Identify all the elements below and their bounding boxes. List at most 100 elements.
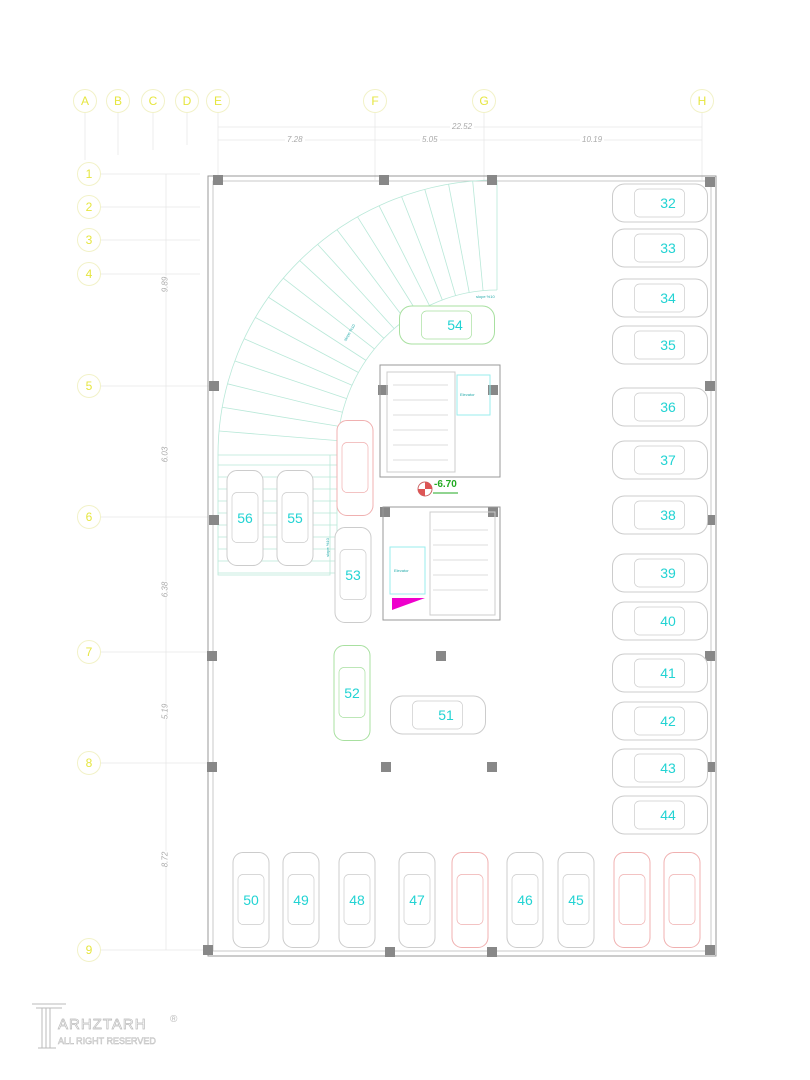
space-number: 44 <box>660 807 676 823</box>
ramp-slope-label: slope %10 <box>476 294 495 299</box>
elevator-label-2: Elevator <box>394 568 409 573</box>
car-outline <box>612 601 708 641</box>
grid-axis-bubble: B <box>106 89 130 113</box>
parking-space-48[interactable]: 48 <box>338 852 376 948</box>
grid-axis-bubble: 7 <box>77 640 101 664</box>
space-number: 39 <box>660 565 676 581</box>
grid-axis-bubble: 5 <box>77 374 101 398</box>
space-number: 40 <box>660 613 676 629</box>
dimension-label: 22.52 <box>450 122 475 131</box>
space-number: 51 <box>438 707 454 723</box>
parking-space-43[interactable]: 43 <box>612 748 708 788</box>
parking-space-56[interactable]: 56 <box>226 470 264 566</box>
parking-space-33[interactable]: 33 <box>612 228 708 268</box>
dimension-label: 7.28 <box>285 135 305 144</box>
car-outline <box>612 795 708 835</box>
parking-space-53[interactable]: 53 <box>334 527 372 623</box>
structural-column <box>209 515 219 525</box>
parking-space-41[interactable]: 41 <box>612 653 708 693</box>
space-number: 56 <box>237 510 253 526</box>
car-outline <box>612 653 708 693</box>
grid-axis-bubble: H <box>690 89 714 113</box>
grid-axis-bubble: D <box>175 89 199 113</box>
parking-space-unnumbered[interactable] <box>663 852 701 948</box>
parking-space-47[interactable]: 47 <box>398 852 436 948</box>
car-outline <box>612 495 708 535</box>
outer-wall-inner <box>212 180 712 952</box>
parking-space-50[interactable]: 50 <box>232 852 270 948</box>
structural-column <box>705 651 715 661</box>
structural-column <box>213 175 223 185</box>
parking-space-34[interactable]: 34 <box>612 278 708 318</box>
car-outline <box>232 852 270 948</box>
grid-axis-bubble: 3 <box>77 228 101 252</box>
dimension-label: 8.72 <box>160 851 170 868</box>
dimension-label: 5.05 <box>420 135 440 144</box>
space-number: 47 <box>409 892 425 908</box>
dimension-label: 10.19 <box>580 135 605 144</box>
grid-axis-bubble: 6 <box>77 505 101 529</box>
parking-space-44[interactable]: 44 <box>612 795 708 835</box>
car-outline <box>612 183 708 223</box>
car-outline <box>333 645 371 741</box>
parking-space-36[interactable]: 36 <box>612 387 708 427</box>
outer-wall <box>207 175 717 957</box>
grid-axis-bubble: 1 <box>77 162 101 186</box>
space-number: 37 <box>660 452 676 468</box>
structural-column <box>207 762 217 772</box>
car-outline <box>390 695 486 735</box>
space-number: 33 <box>660 240 676 256</box>
car-outline <box>612 278 708 318</box>
parking-space-39[interactable]: 39 <box>612 553 708 593</box>
space-number: 43 <box>660 760 676 776</box>
structural-column <box>378 385 388 395</box>
structural-column <box>487 947 497 957</box>
space-number: 52 <box>344 685 360 701</box>
car-outline <box>398 852 436 948</box>
structural-column <box>381 762 391 772</box>
car-outline <box>612 701 708 741</box>
parking-space-35[interactable]: 35 <box>612 325 708 365</box>
parking-space-38[interactable]: 38 <box>612 495 708 535</box>
parking-space-unnumbered[interactable] <box>613 852 651 948</box>
structural-column <box>207 651 217 661</box>
car-outline <box>613 852 651 948</box>
parking-space-unnumbered[interactable] <box>336 420 374 516</box>
car-outline <box>612 440 708 480</box>
space-number: 36 <box>660 399 676 415</box>
space-number: 46 <box>517 892 533 908</box>
car-outline <box>663 852 701 948</box>
space-number: 35 <box>660 337 676 353</box>
parking-space-46[interactable]: 46 <box>506 852 544 948</box>
parking-space-45[interactable]: 45 <box>557 852 595 948</box>
car-outline <box>399 305 495 345</box>
space-number: 48 <box>349 892 365 908</box>
parking-space-55[interactable]: 55 <box>276 470 314 566</box>
structural-column <box>436 651 446 661</box>
structural-column <box>203 945 213 955</box>
logo-registered: ® <box>170 1014 178 1025</box>
parking-space-40[interactable]: 40 <box>612 601 708 641</box>
parking-space-42[interactable]: 42 <box>612 701 708 741</box>
car-outline <box>451 852 489 948</box>
space-number: 38 <box>660 507 676 523</box>
structural-column <box>209 381 219 391</box>
space-number: 34 <box>660 290 676 306</box>
grid-axis-bubble: G <box>472 89 496 113</box>
parking-space-37[interactable]: 37 <box>612 440 708 480</box>
parking-space-49[interactable]: 49 <box>282 852 320 948</box>
parking-space-54[interactable]: 54 <box>399 305 495 345</box>
structural-column <box>705 515 715 525</box>
structural-column <box>380 507 390 517</box>
space-number: 49 <box>293 892 309 908</box>
car-outline <box>338 852 376 948</box>
parking-space-51[interactable]: 51 <box>390 695 486 735</box>
dimension-label: 6.38 <box>160 581 170 598</box>
level-label: -6.70 <box>434 479 457 490</box>
parking-space-unnumbered[interactable] <box>451 852 489 948</box>
parking-space-52[interactable]: 52 <box>333 645 371 741</box>
grid-axis-bubble: 8 <box>77 751 101 775</box>
grid-axis-bubble: C <box>141 89 165 113</box>
parking-space-32[interactable]: 32 <box>612 183 708 223</box>
logo-tagline: ALL RIGHT RESERVED <box>58 1036 156 1047</box>
